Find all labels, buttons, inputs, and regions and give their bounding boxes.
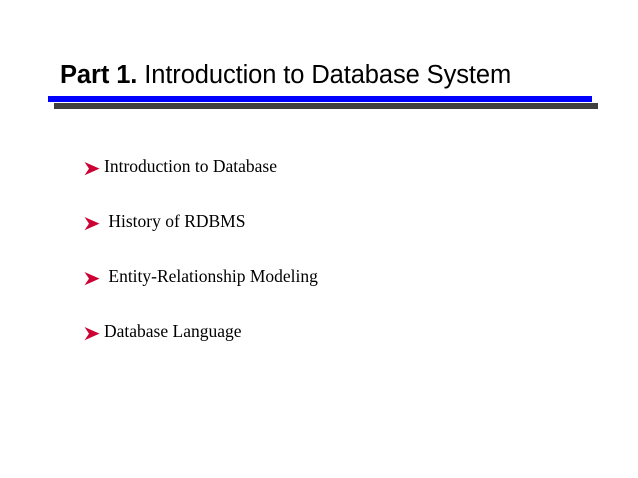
- arrowhead-bullet-icon: [82, 213, 104, 235]
- list-item-label: Introduction to Database: [104, 156, 278, 176]
- list-item-label: Entity-Relationship Modeling: [104, 266, 318, 286]
- list-item[interactable]: Entity-Relationship Modeling: [82, 265, 582, 320]
- agenda-bullet-list: Introduction to Database History of RDBM…: [82, 155, 582, 375]
- divider-shadow-rule: [54, 103, 598, 109]
- list-item-label: History of RDBMS: [104, 211, 246, 231]
- arrowhead-bullet-icon: [82, 323, 104, 345]
- list-item-label: Database Language: [104, 321, 242, 341]
- arrowhead-bullet-icon: [82, 158, 104, 180]
- page-title-emphasis: Part 1.: [60, 61, 138, 90]
- list-item[interactable]: Database Language: [82, 320, 582, 375]
- list-item[interactable]: Introduction to Database: [82, 155, 582, 210]
- title-divider: [0, 94, 638, 114]
- page-title-rest: Introduction to Database System: [137, 61, 512, 90]
- page-title: Part 1. Introduction to Database System: [60, 60, 580, 91]
- divider-blue-rule: [48, 96, 592, 102]
- list-item[interactable]: History of RDBMS: [82, 210, 582, 265]
- arrowhead-bullet-icon: [82, 268, 104, 290]
